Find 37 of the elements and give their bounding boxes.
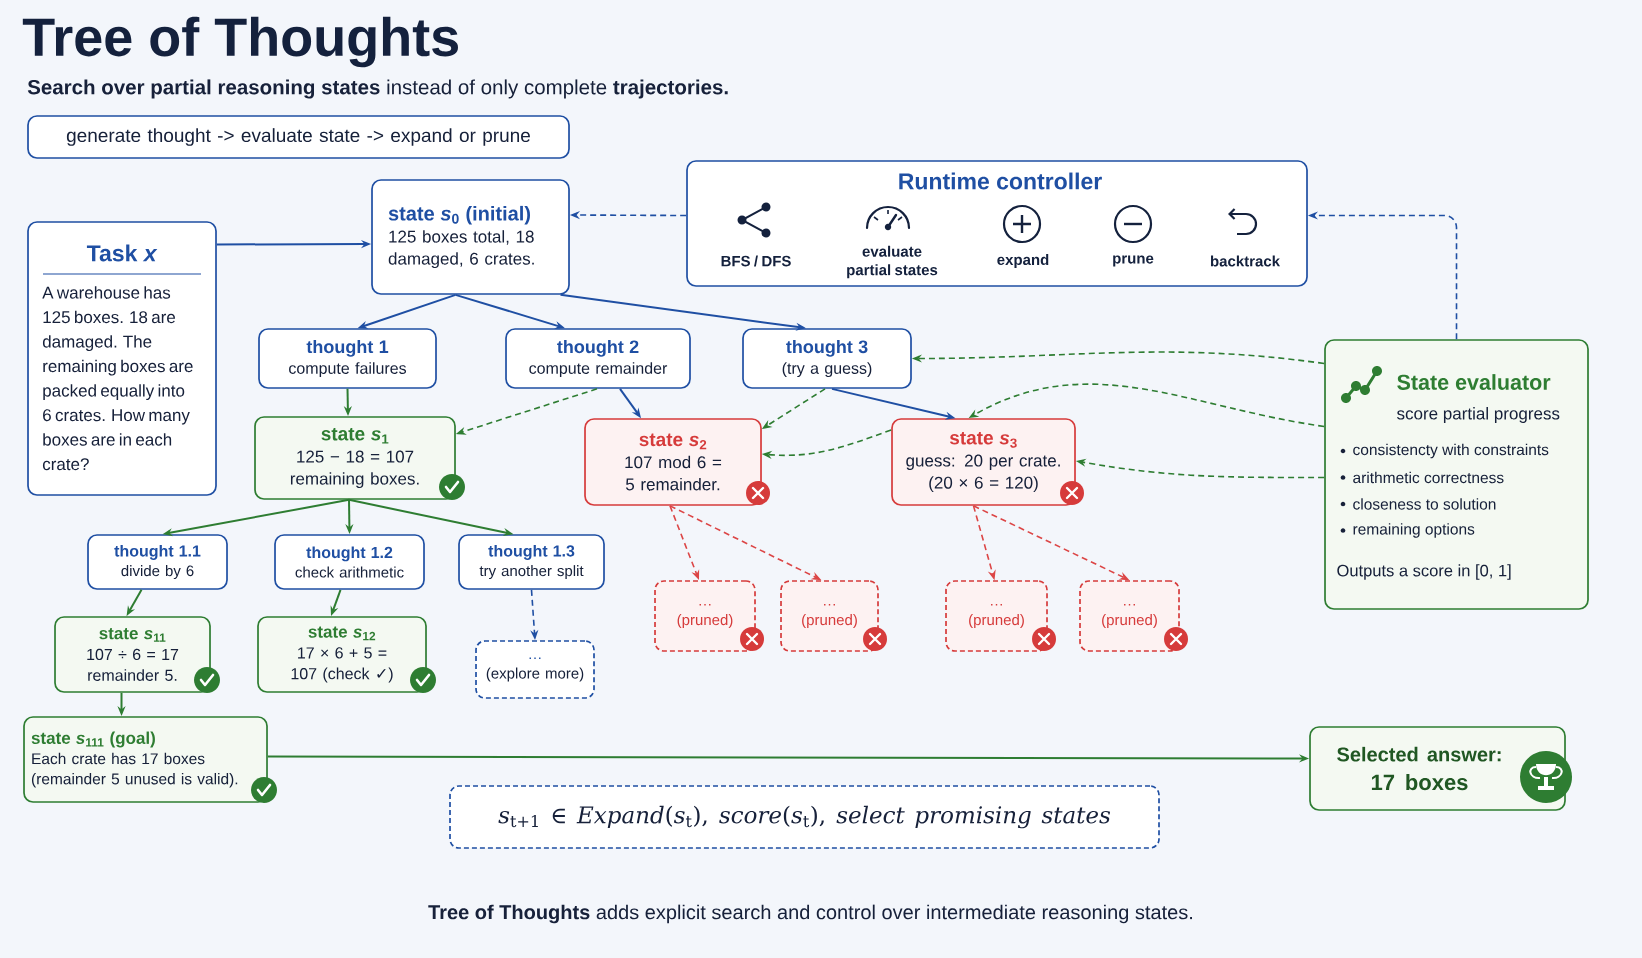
task-card: Task x A warehouse has 125 boxes. 18 are damaged. The remaining boxes are packed equally into 6 crates. How many boxes are in each crate? [27, 221, 217, 496]
formula-box: s$_{t+1}$ ∈ Expand(s$_{t}$), score(s$_{t}$), select promising states [449, 785, 1160, 849]
node-label: consistencty with constraints [1353, 443, 1549, 459]
state-box: state s$_{1}$ 125 − 18 = 107 remaining boxes. [254, 416, 456, 500]
node-label: arithmetic correctness [1353, 471, 1504, 484]
pipeline-box: generate thought -> evaluate state -> expand or prune [27, 115, 570, 159]
goal-state-box: state s$_{111}$ (goal) Each crate has 17 boxes (remainder 5 unused is valid). [23, 716, 268, 803]
thought-box: thought 3 (try a guess) [742, 328, 912, 389]
pruned-box: … (pruned) [780, 580, 879, 652]
state-box: state s$_{0}$ (initial) 125 boxes total, 18 damaged, 6 crates. [371, 179, 570, 295]
icon-label: prune [1113, 255, 1154, 267]
placeholder-box: … (explore more) [475, 640, 595, 699]
icon-label: evaluate partial states [847, 245, 938, 279]
answer-box: Selected answer: 17 boxes [1309, 726, 1566, 811]
caption: Tree of Thoughts adds explicit search and control over intermediate reasoning states. [428, 904, 1192, 924]
icon-label: backtrack [1210, 255, 1281, 267]
state-box: state s$_{11}$ 107 ÷ 6 = 17 remainder 5. [54, 616, 211, 693]
node-label: Outputs a score in [0, 1] [1337, 564, 1511, 580]
pruned-box: … (pruned) [654, 580, 756, 652]
thought-box: thought 1.3 try another split [458, 534, 605, 590]
evaluator-panel: State evaluator score partial progress consistencty with constraints arithmetic correctness closeness to solution remaining options Outputs a score in [0, 1] [1324, 339, 1589, 610]
node-label: score partial progress [1397, 407, 1560, 423]
thought-box: thought 1.2 check arithmetic [274, 534, 425, 590]
node-label: closeness to solution [1353, 498, 1496, 510]
thought-box: thought 1 compute failures [258, 328, 437, 389]
node-label: remaining options [1353, 523, 1475, 538]
pruned-box: … (pruned) [945, 580, 1048, 652]
thought-box: thought 2 compute remainder [505, 328, 691, 389]
icon-label: expand [997, 254, 1049, 268]
icon-label: BFS / DFS [721, 255, 791, 267]
thought-box: thought 1.1 divide by 6 [87, 534, 228, 590]
state-box: state s$_{3}$ guess: 20 per crate. (20 × 6 = 120) [891, 418, 1076, 506]
state-box: state s$_{2}$ 107 mod 6 = 5 remainder. [584, 418, 762, 506]
pruned-box: … (pruned) [1079, 580, 1180, 652]
node-label: State evaluator [1397, 374, 1551, 390]
state-box: state s$_{12}$ 17 × 6 + 5 = 107 (check ✓) [257, 616, 427, 693]
title: Tree of Thoughts [22, 16, 458, 68]
